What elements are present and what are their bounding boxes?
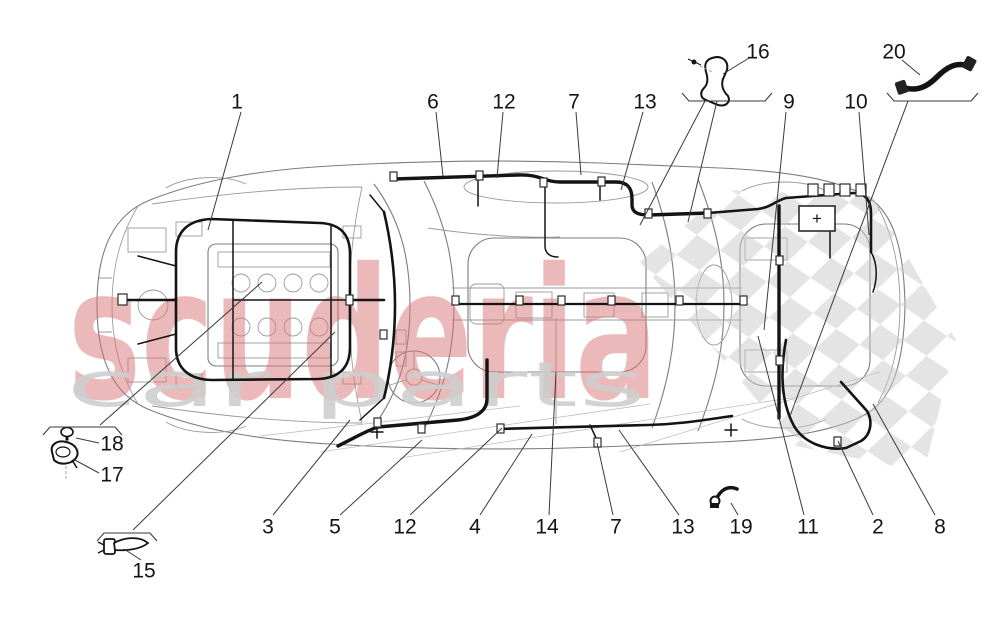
checkered-flag-watermark (640, 190, 956, 472)
callout-leader-10 (858, 111, 870, 236)
callout-leader-20 (901, 59, 921, 76)
front-bumper-line (111, 205, 139, 405)
callout-leader-4 (479, 433, 533, 516)
callout-label-17[interactable]: 17 (100, 464, 123, 487)
callout-label-6[interactable]: 6 (427, 91, 439, 114)
roof-oval (463, 170, 649, 204)
callout-label-14[interactable]: 14 (535, 516, 559, 539)
part-15-cable-tie (97, 537, 150, 555)
callout-label-5[interactable]: 5 (329, 516, 341, 539)
callout-leader-2 (837, 440, 874, 516)
loose-part-thumbnails (50, 56, 977, 555)
callout-label-19[interactable]: 19 (729, 516, 752, 539)
part-16-bracket (687, 56, 730, 107)
callout-leader-6 (435, 111, 444, 177)
callout-leader-3 (272, 419, 351, 516)
group-bracket-2 (42, 426, 123, 436)
group-bracket-1 (886, 92, 979, 102)
group-bracket-leader-0 (687, 100, 718, 223)
engine-harness-loop (174, 217, 352, 382)
callout-leader-1 (207, 111, 242, 231)
wheel-arches (165, 177, 827, 433)
part-17-clamp (50, 440, 79, 480)
connector-row (807, 183, 867, 197)
group-bracket-leader-2 (99, 281, 263, 426)
callout-leader-13 (620, 111, 644, 191)
watermark-sub-text: car parts (66, 348, 646, 421)
engine-block (207, 243, 339, 367)
callout-label-20[interactable]: 20 (882, 41, 905, 64)
cowl-harness (348, 210, 397, 400)
windshield-line (373, 183, 411, 427)
callout-leader-15 (123, 548, 142, 561)
callout-label-16[interactable]: 16 (746, 41, 769, 64)
battery (798, 205, 836, 232)
group-bracket-leader-3 (132, 331, 336, 531)
callout-label-8[interactable]: 8 (934, 516, 946, 539)
sill-harness (336, 358, 489, 448)
battery-plus-sign: + (812, 209, 822, 228)
callout-label-10[interactable]: 10 (844, 91, 867, 114)
callout-leader-17 (72, 458, 100, 474)
callout-leader-12 (496, 111, 504, 179)
callout-label-2[interactable]: 2 (872, 516, 884, 539)
hood-seams (151, 186, 363, 424)
callout-leader-7 (596, 442, 614, 516)
callout-leader-19 (730, 502, 739, 516)
callout-leader-14 (548, 371, 557, 516)
group-bracket-0 (681, 92, 773, 102)
group-bracket-leader-0 (639, 100, 706, 226)
callout-leader-12 (409, 427, 503, 516)
watermark: scuderia car parts (66, 229, 658, 441)
group-bracket-3 (96, 532, 158, 542)
callout-leader-18 (75, 437, 100, 444)
callout-label-18[interactable]: 18 (100, 433, 123, 456)
part-19-clip (709, 485, 739, 508)
group-bracket-leader-1 (789, 100, 909, 417)
callout-label-7[interactable]: 7 (568, 91, 580, 114)
callout-label-15[interactable]: 15 (132, 560, 155, 583)
callout-label-4[interactable]: 4 (469, 516, 481, 539)
watermark-brand-text: scuderia (68, 229, 658, 441)
clip-mark (370, 423, 738, 439)
part-20-cable (894, 56, 977, 95)
harness-connectors (117, 170, 842, 448)
callout-label-13[interactable]: 13 (633, 91, 656, 114)
floor-seams (259, 371, 881, 459)
callout-leader-11 (757, 335, 805, 516)
cooling-fan (137, 289, 169, 321)
intake-runners (231, 273, 329, 337)
callout-label-12[interactable]: 12 (492, 91, 515, 114)
wiring-harness-art: + (117, 170, 877, 450)
callout-leader-9 (763, 111, 787, 331)
callout-leader-5 (339, 439, 423, 516)
callout-leader-16 (722, 57, 750, 75)
callout-label-9[interactable]: 9 (783, 91, 795, 114)
callout-leader-13 (618, 429, 680, 516)
callout-leader-8 (872, 403, 936, 516)
group-brackets (42, 92, 979, 542)
callout-label-11[interactable]: 11 (797, 516, 819, 539)
callout-label-13[interactable]: 13 (671, 516, 694, 539)
parcel-shelf-harness (706, 191, 873, 254)
rear-bumper-harness (781, 338, 872, 450)
callout-label-3[interactable]: 3 (262, 516, 274, 539)
callout-label-7[interactable]: 7 (610, 516, 622, 539)
callout-label-12[interactable]: 12 (393, 516, 416, 539)
callout-label-1[interactable]: 1 (231, 91, 243, 114)
callout-leader-7 (575, 111, 582, 176)
